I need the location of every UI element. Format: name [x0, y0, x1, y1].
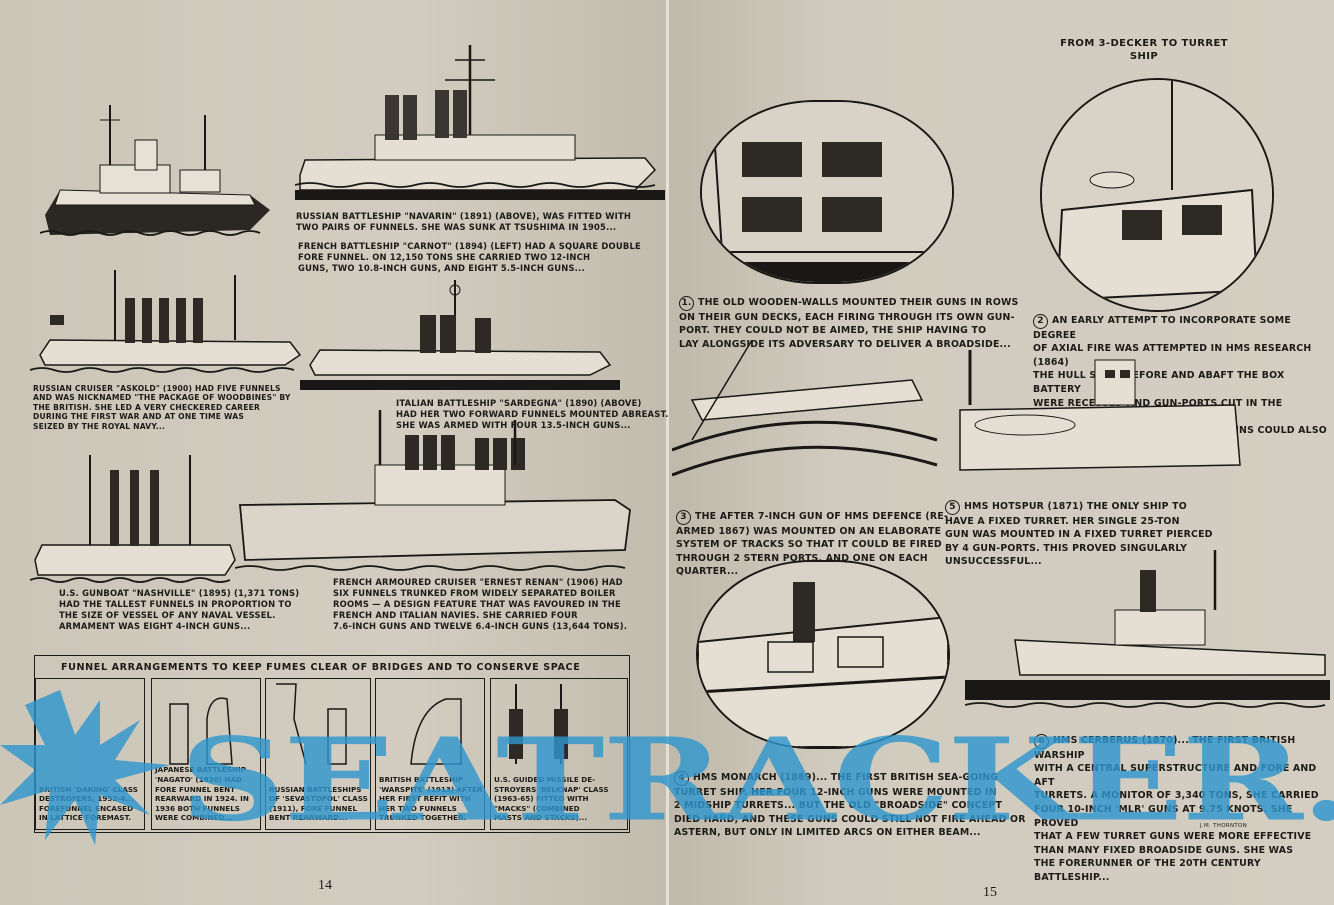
ship-illustration-nashville [30, 455, 236, 583]
funnel-panel-belknap: U.S. Guided missile de- stroyers 'Belkna… [490, 678, 628, 830]
caption-ernest-renan: French Armoured Cruiser "Ernest Renan" (… [333, 577, 628, 631]
caption-3-hms-defence: 3The after 7-inch gun of HMS Defence (re… [676, 509, 949, 578]
illustration-hms-monarch [696, 560, 950, 749]
ship-illustration-carnot [40, 105, 270, 236]
artist-signature: J.M. Thornton [1200, 823, 1248, 829]
caption-askold: Russian Cruiser "Askold" (1900) had five… [33, 384, 291, 431]
caption-number-badge: 3 [676, 509, 691, 525]
funnel-panel-nagato: Japanese Battleship 'Nagato' (1920) had … [151, 678, 261, 830]
caption-1-wooden-walls: 1.The old wooden-walls mounted their gun… [679, 295, 1019, 350]
watermark-text: SEATRACKER.RU [180, 713, 1334, 847]
page-number-right: 15 [983, 885, 997, 900]
illustration-hms-defence-stern [672, 340, 938, 477]
watermark-starburst-icon [0, 690, 170, 845]
illustration-hms-hotspur [959, 350, 1241, 471]
funnel-panel-caption: Japanese Battleship 'Nagato' (1920) had … [155, 765, 249, 823]
ship-illustration-ernest-renan [235, 410, 631, 571]
ship-illustration-sardegna [300, 280, 620, 390]
caption-carnot: French Battleship "Carnot" (1894) (left)… [298, 241, 641, 273]
caption-number-badge: 5 [945, 499, 960, 515]
right-page-title: From 3-decker to turret ship [1060, 38, 1228, 62]
illustration-hms-research [1040, 78, 1274, 312]
page-number-left: 14 [318, 878, 332, 893]
ship-illustration-askold [30, 270, 302, 373]
caption-sardegna: Italian Battleship "Sardegna" (1890) (ab… [396, 398, 669, 430]
caption-navarin: Russian Battleship "Navarin" (1891) (abo… [296, 211, 632, 232]
funnel-panel-warspite: British Battleship 'Warspite' (1913) aft… [375, 678, 485, 830]
caption-number-badge: 2 [1033, 313, 1048, 329]
caption-number-badge: 1. [679, 295, 694, 311]
illustration-wooden-walls [700, 100, 954, 284]
funnel-panel-caption: Russian Battleships of 'Sevastopol' clas… [269, 784, 368, 823]
ship-illustration-navarin [295, 45, 665, 200]
funnel-panel-sevastopol: Russian Battleships of 'Sevastopol' clas… [265, 678, 371, 830]
illustration-hms-cerberus [965, 550, 1330, 708]
book-gutter [666, 0, 669, 905]
caption-nashville: U.S. Gunboat "Nashville" (1895) (1,371 t… [59, 588, 300, 631]
funnel-arrangements-title: Funnel arrangements to keep fumes clear … [61, 662, 581, 673]
funnel-panel-caption: British Battleship 'Warspite' (1913) aft… [379, 775, 483, 823]
funnel-panel-caption: U.S. Guided missile de- stroyers 'Belkna… [494, 775, 609, 823]
